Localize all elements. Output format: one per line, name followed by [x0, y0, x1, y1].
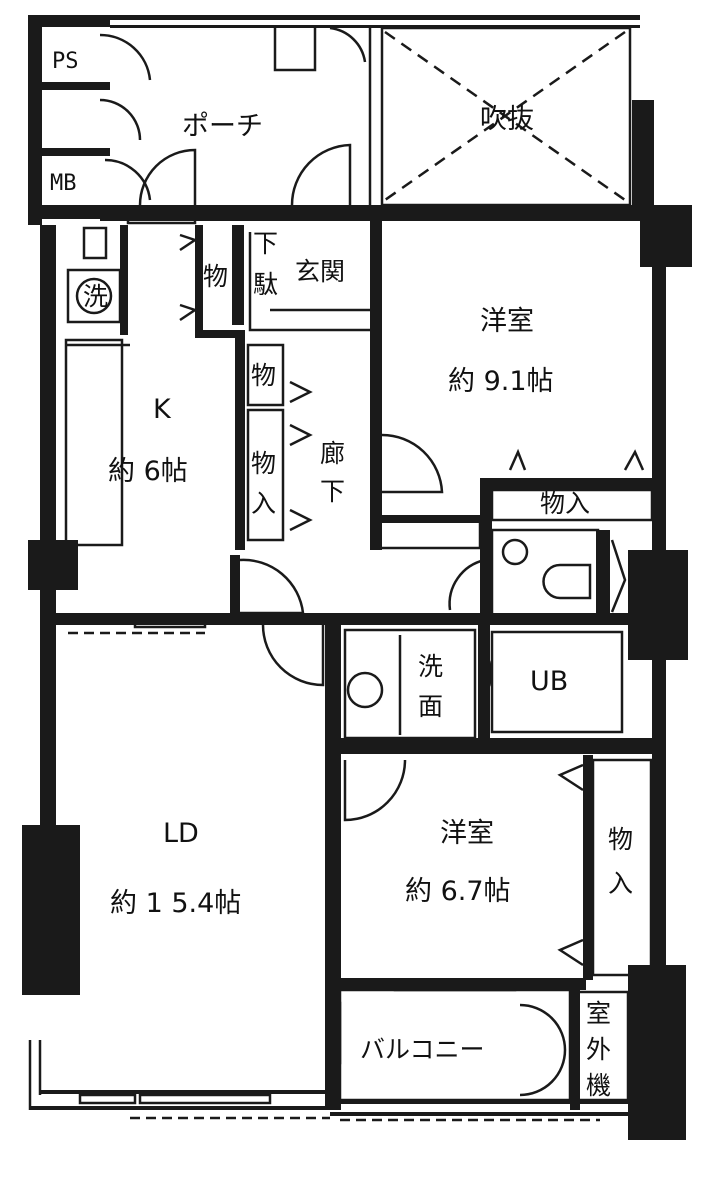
label-balcony: バルコニー — [360, 1035, 485, 1064]
wall-right-pillar — [628, 965, 686, 1140]
label-western2-size: 約 6.7帖 — [405, 876, 511, 907]
label-corridor2: 下 — [320, 477, 345, 506]
void-frame — [380, 26, 632, 207]
label-ld: LD — [163, 818, 199, 849]
wall-left — [40, 225, 56, 615]
label-outdoor3: 機 — [586, 1071, 611, 1100]
label-western1: 洋室 — [480, 306, 534, 337]
label-washer: 洗 — [83, 282, 108, 311]
label-unit-bath: UB — [530, 666, 568, 697]
label-washroom1: 洗 — [418, 652, 443, 681]
label-porch: ポーチ — [182, 111, 263, 142]
kitchen-counter — [64, 338, 124, 547]
wall-left-utility — [28, 15, 42, 225]
wall-upper-main — [100, 205, 650, 221]
label-storage-c2: 入 — [251, 489, 276, 518]
label-kitchen: K — [153, 394, 172, 425]
walls — [22, 15, 692, 1140]
wall-left-pillar — [22, 825, 80, 995]
label-storage-c1: 物 — [251, 449, 276, 478]
labels: PS MB ポーチ 吹抜 物 下 駄 玄関 洋室 約 9.1帖 洗 K 約 6帖… — [50, 49, 633, 1100]
label-mb: MB — [50, 171, 77, 196]
label-outdoor2: 外 — [586, 1035, 611, 1064]
label-closet2b: 入 — [608, 869, 633, 898]
label-void: 吹抜 — [480, 104, 534, 135]
outdoor-unit-box — [576, 990, 630, 1102]
label-western2: 洋室 — [440, 818, 494, 849]
washer-space — [66, 268, 122, 324]
label-closet1: 物入 — [540, 489, 590, 518]
label-corridor1: 廊 — [320, 439, 345, 468]
label-kitchen-size: 約 6帖 — [108, 456, 188, 487]
label-genkan: 玄関 — [295, 257, 345, 286]
label-outdoor1: 室 — [586, 999, 611, 1028]
toilet-room — [490, 528, 600, 617]
label-shoe-box-1: 下 — [253, 229, 278, 258]
fixtures — [28, 26, 654, 1122]
label-western1-size: 約 9.1帖 — [448, 366, 554, 397]
unit-bath-box — [490, 630, 624, 734]
label-closet2a: 物 — [608, 825, 633, 854]
label-washroom2: 面 — [418, 692, 443, 721]
label-storage-b: 物 — [251, 361, 276, 390]
closet1-box — [490, 488, 654, 522]
label-ps: PS — [52, 49, 79, 74]
label-shoe-box-2: 駄 — [253, 270, 278, 299]
label-storage-a: 物 — [203, 262, 228, 291]
label-ld-size: 約 1 5.4帖 — [110, 888, 241, 919]
washroom-box — [343, 628, 477, 740]
